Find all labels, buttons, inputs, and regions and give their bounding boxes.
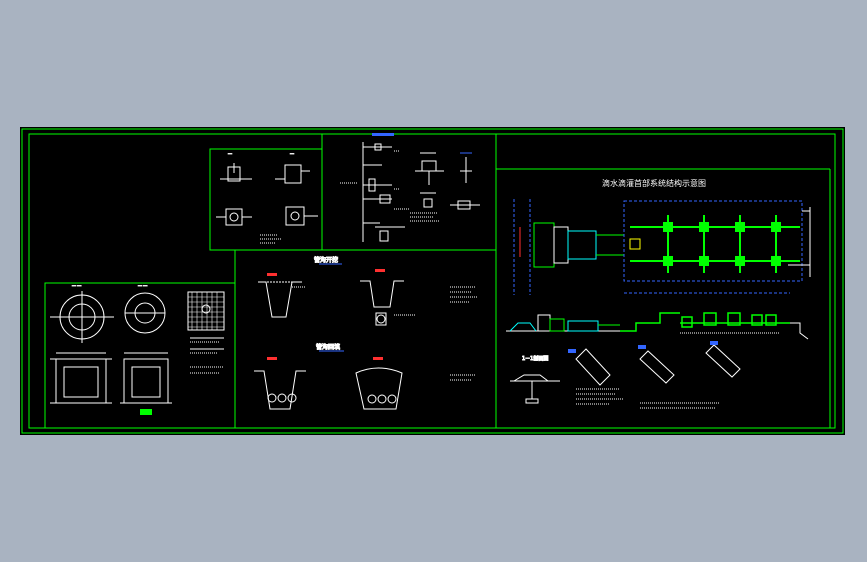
valve-detail-panel: — — bbox=[216, 151, 318, 244]
inner-frame bbox=[28, 133, 836, 429]
riser-details bbox=[340, 133, 480, 242]
main-title: 滴水滴灌首部系统结构示意图 bbox=[602, 178, 706, 188]
cad-drawing-sheet: — — bbox=[20, 127, 845, 435]
svg-text:—: — bbox=[290, 151, 294, 156]
trench-excavation-title: 管沟开挖 bbox=[314, 256, 338, 264]
section-label: 1－1剖面图 bbox=[522, 355, 548, 362]
svg-text:— —: — — bbox=[138, 283, 147, 288]
trench-sections: 管沟开挖 管沟回填 bbox=[254, 256, 478, 410]
trench-backfill-title: 管沟回填 bbox=[316, 343, 340, 351]
outer-frame bbox=[21, 128, 844, 434]
cad-drawing-canvas: — — bbox=[21, 128, 844, 434]
svg-text:— —: — — bbox=[72, 283, 81, 288]
svg-text:—: — bbox=[228, 151, 232, 156]
section-details: 1－1剖面图 bbox=[510, 341, 741, 409]
manhole-detail-panel: — — — — bbox=[50, 283, 225, 415]
panel-dividers bbox=[44, 134, 831, 429]
head-system-plan bbox=[513, 199, 811, 295]
head-system-elevation bbox=[506, 292, 809, 340]
